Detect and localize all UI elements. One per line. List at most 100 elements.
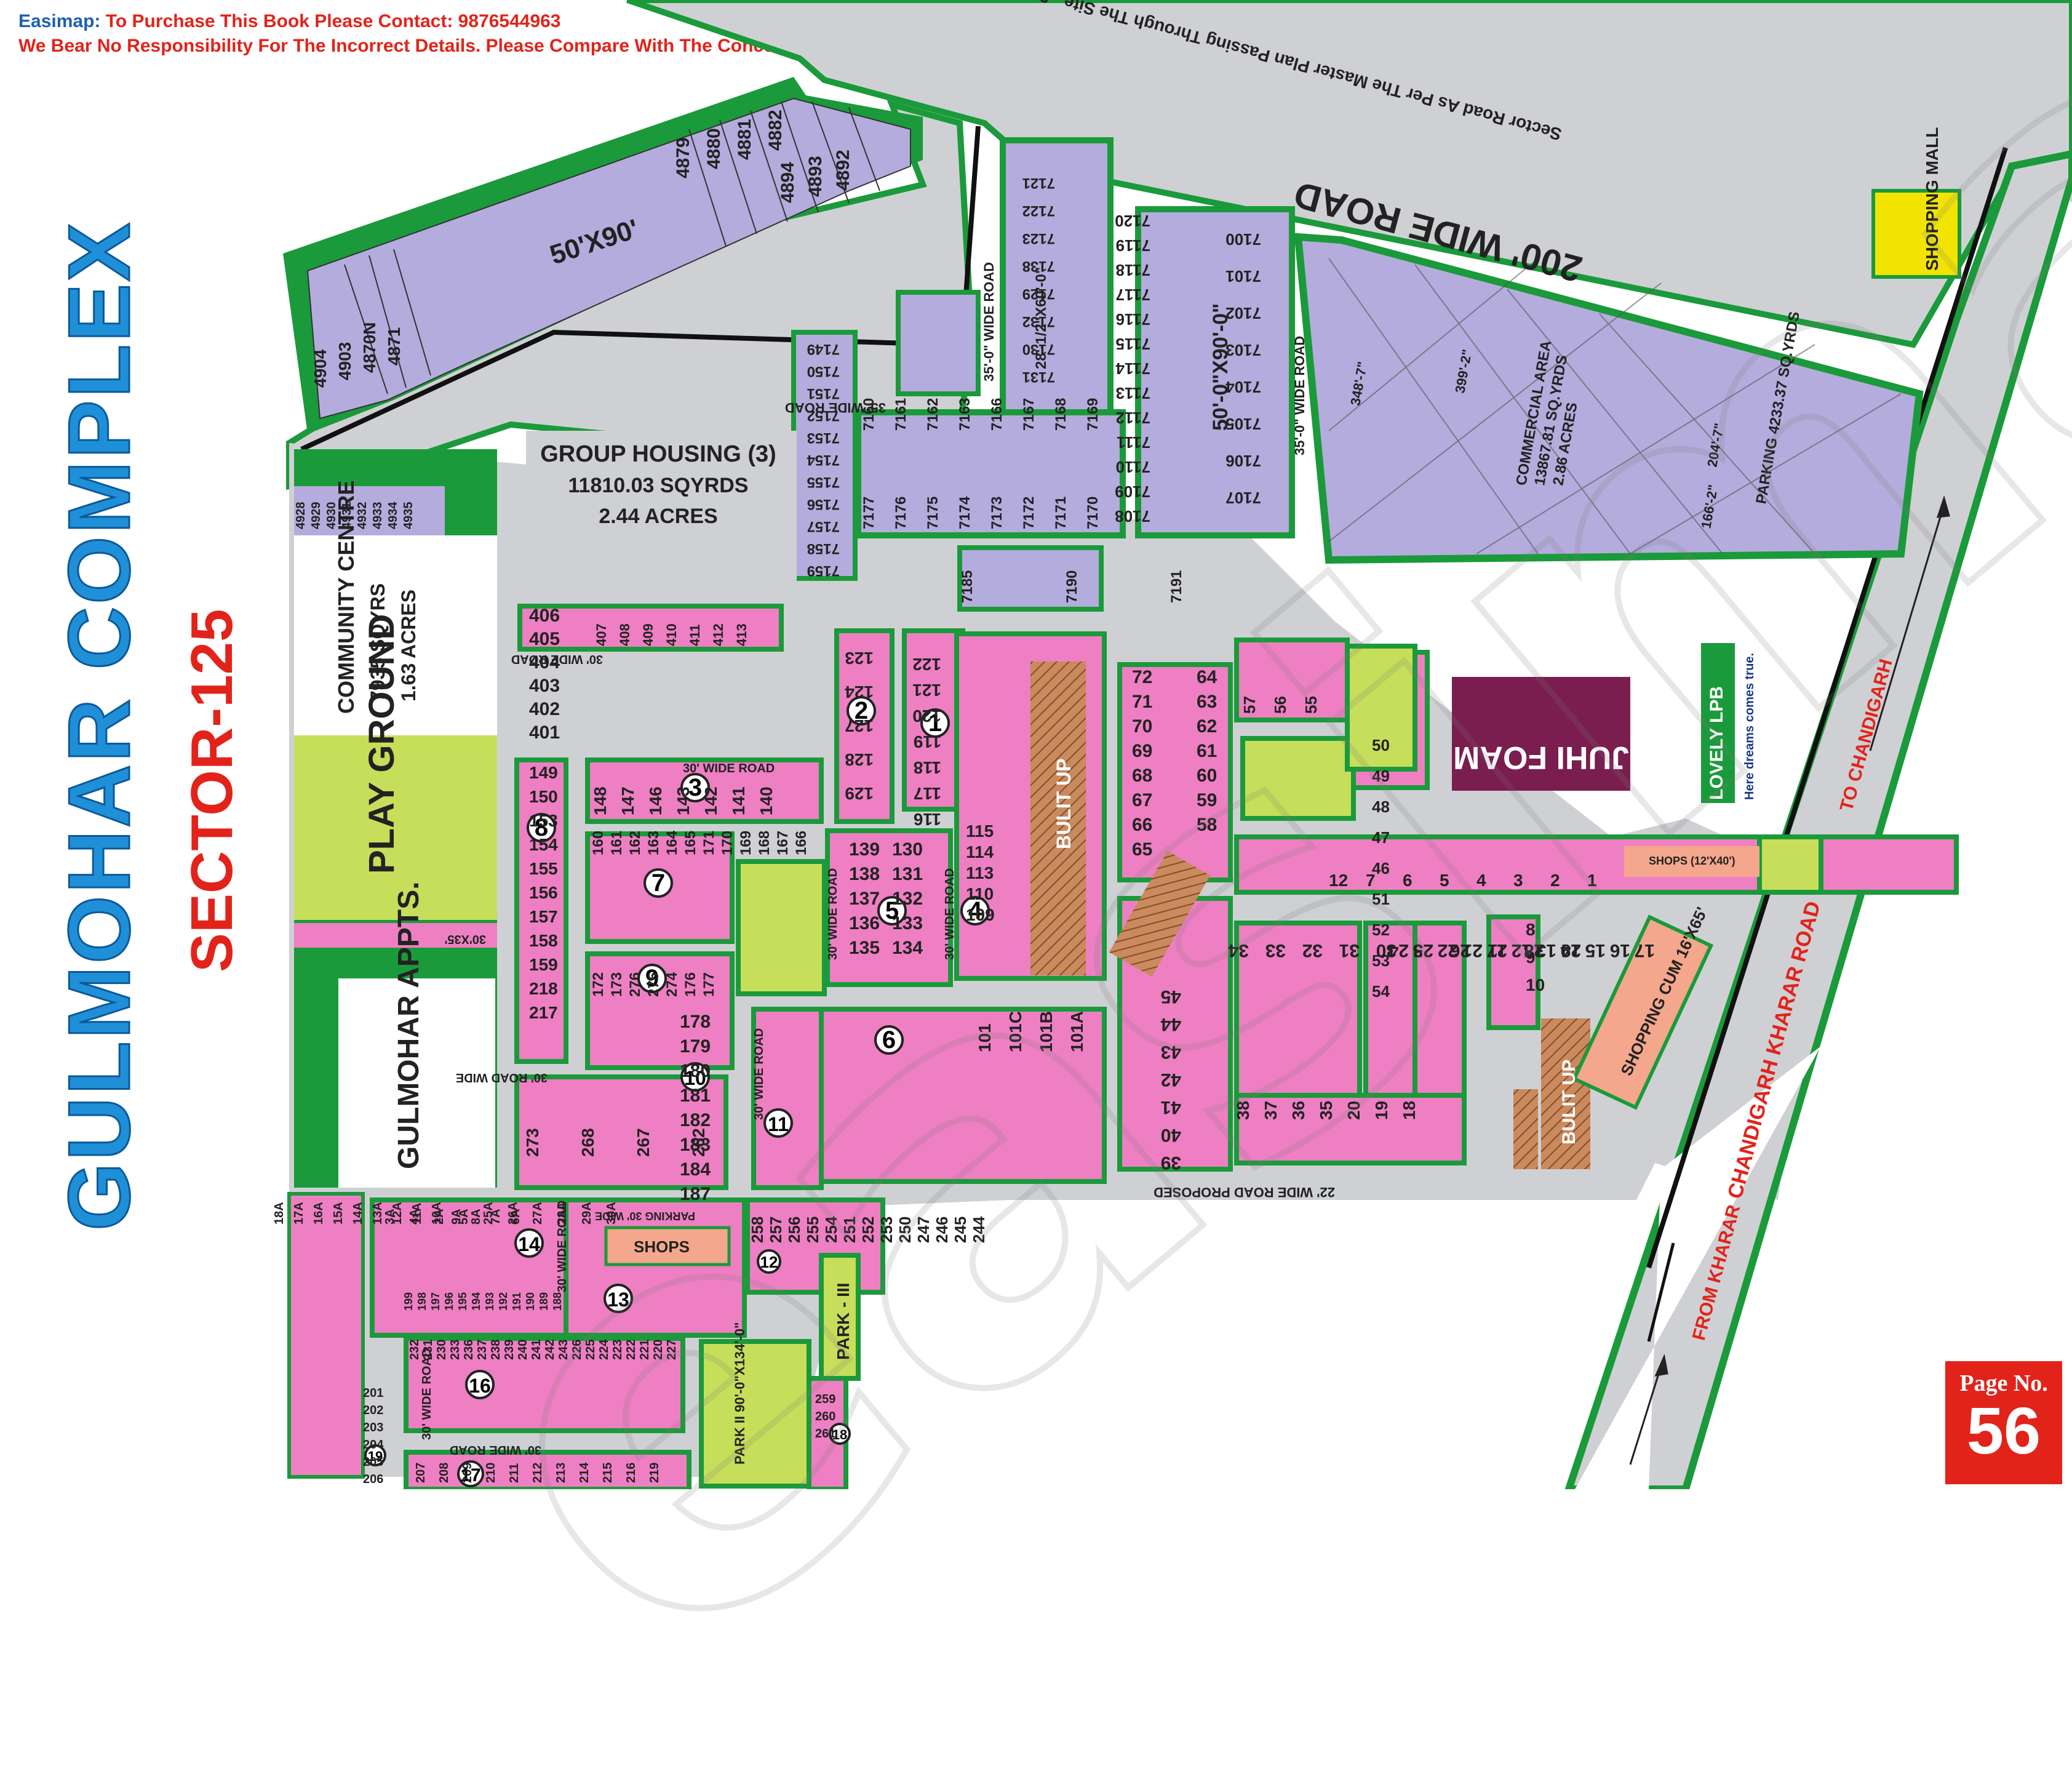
plot-number: 210 — [484, 1463, 498, 1483]
plot-number: 246 — [933, 1217, 951, 1243]
plot-number: 18 — [1400, 1101, 1419, 1120]
plot-number: 12 — [1512, 940, 1532, 961]
plot-number: 158 — [529, 931, 558, 950]
plot-number: 196 — [443, 1292, 455, 1311]
plot-number: 28 — [1524, 940, 1544, 961]
green-areas — [699, 644, 1823, 1489]
plot-number: 7173 — [989, 497, 1005, 529]
plot-number: 138 — [849, 864, 880, 884]
plot-number: 409 — [640, 623, 656, 646]
plot-number: 132 — [892, 889, 923, 909]
svg-text:18: 18 — [832, 1427, 847, 1442]
plot-number: 4892 — [833, 150, 853, 191]
plot-number: 156 — [529, 883, 558, 902]
plot-number: 22 — [1438, 940, 1458, 961]
plot-number: 2A — [432, 1209, 446, 1225]
plot-number: 58 — [1197, 815, 1217, 835]
dim-30x35: 30'X35' — [445, 932, 486, 946]
plot-number: 114 — [966, 842, 994, 862]
plot-number: 26 — [1450, 940, 1470, 961]
plot-number: 255 — [803, 1217, 822, 1243]
plot-number: 207 — [414, 1463, 428, 1483]
plot-number: 182 — [680, 1110, 711, 1130]
plot-number: 231 — [421, 1340, 435, 1360]
plot-number: 176 — [682, 972, 699, 997]
plot-number: 8A — [469, 1209, 483, 1225]
plot-number: 159 — [529, 955, 558, 974]
pocket-markers: 1 2 3 4 5 6 7 8 9 10 11 12 13 14 16 17 1… — [364, 696, 990, 1487]
plot-number: 245 — [951, 1217, 970, 1243]
road-35-horizontal: 35' WIDE ROAD — [785, 400, 886, 415]
plot-number: 209 — [461, 1463, 474, 1483]
plot-number: 56 — [1271, 696, 1289, 714]
plot-number: 62 — [1197, 716, 1217, 737]
road-30-a: 30' WIDE ROAD — [511, 652, 603, 666]
svg-text:14: 14 — [518, 1233, 540, 1255]
built-up-label-1: BULIT UP — [1559, 1060, 1579, 1145]
plot-number: 6A — [509, 1209, 522, 1225]
plot-number: 194 — [470, 1292, 482, 1311]
plot-number: 258 — [748, 1217, 767, 1243]
plot-number: 169 — [738, 831, 754, 855]
svg-text:8: 8 — [535, 814, 548, 841]
plot-number: 412 — [711, 623, 726, 646]
plot-number: 17A — [292, 1202, 306, 1225]
plot-number: 11 — [1488, 940, 1507, 961]
playground-label: PLAY GROUND — [362, 614, 402, 874]
pocket-4: 4 — [960, 896, 990, 925]
sector-map[interactable]: 50'X90' — [0, 0, 2072, 1489]
svg-text:4: 4 — [968, 897, 982, 924]
plot-number: 119 — [914, 732, 941, 751]
road-35-right: 35'-0" WIDE ROAD — [1292, 336, 1307, 455]
plot-number: 7156 — [807, 496, 840, 513]
plot-number: 4871 — [385, 327, 404, 366]
plot-number: 242 — [543, 1340, 557, 1360]
plot-number: 7170 — [1085, 497, 1101, 529]
map-title: GULMOHAR COMPLEX — [50, 220, 149, 1232]
plot-number: 256 — [785, 1217, 803, 1243]
direction-arrows — [1629, 495, 1950, 1465]
plot-number: 7159 — [807, 562, 840, 579]
plot-number: 15A — [332, 1202, 345, 1225]
plot-number: 230 — [435, 1340, 448, 1360]
pocket-14: 14 — [514, 1228, 544, 1258]
svg-text:9: 9 — [645, 965, 659, 992]
plot-number: 46 — [1372, 859, 1390, 878]
lovely-logo: LOVELY LPB Here dreams comes true. — [1701, 643, 1756, 803]
plot-number: 236 — [462, 1340, 476, 1360]
plot-number: 7163 — [957, 398, 973, 431]
plot-number: 4879 — [673, 137, 693, 178]
road-30-e: 30' WIDE ROAD — [943, 868, 957, 960]
plot-number: 39 — [1161, 1153, 1181, 1173]
plot-number: 4928 — [294, 502, 308, 530]
plot-number: 123 — [845, 649, 874, 668]
plot-number: 406 — [529, 606, 560, 626]
plot-number: 262 — [689, 1128, 708, 1157]
plot-number: 187 — [680, 1184, 711, 1204]
plot-number: 7162 — [925, 398, 941, 431]
park2-label: PARK II 90'-0"X134'-0" — [732, 1322, 747, 1465]
plot-number: 218 — [529, 979, 558, 998]
road-30-i: 30' WIDE ROAD — [683, 762, 775, 775]
road-35-mid: 35'-0" WIDE ROAD — [981, 262, 997, 382]
plot-number: 130 — [892, 839, 923, 860]
block-7100 — [791, 137, 1295, 612]
commercial-area — [1294, 233, 1924, 564]
plot-number: 267 — [634, 1128, 653, 1157]
plot-number: 11A — [410, 1202, 424, 1225]
plot-number: 252 — [859, 1217, 877, 1243]
plot-number: 4893 — [805, 156, 826, 197]
pocket-16: 16 — [465, 1370, 495, 1399]
plot-number: 7113 — [1116, 384, 1150, 402]
plot-number: 7123 — [1022, 230, 1055, 247]
plot-number: 124 — [845, 682, 874, 702]
plot-number: 34 — [1228, 940, 1249, 961]
plot-number: 198 — [416, 1292, 428, 1311]
plot-number: 153 — [529, 811, 558, 830]
pocket-10: 10 — [680, 1062, 710, 1092]
plot-number: 202 — [363, 1404, 383, 1417]
plot-number: 121 — [912, 681, 941, 700]
plot-number: 251 — [840, 1217, 859, 1243]
plot-number: 146 — [646, 786, 665, 815]
plot-number: 10A — [430, 1202, 444, 1225]
